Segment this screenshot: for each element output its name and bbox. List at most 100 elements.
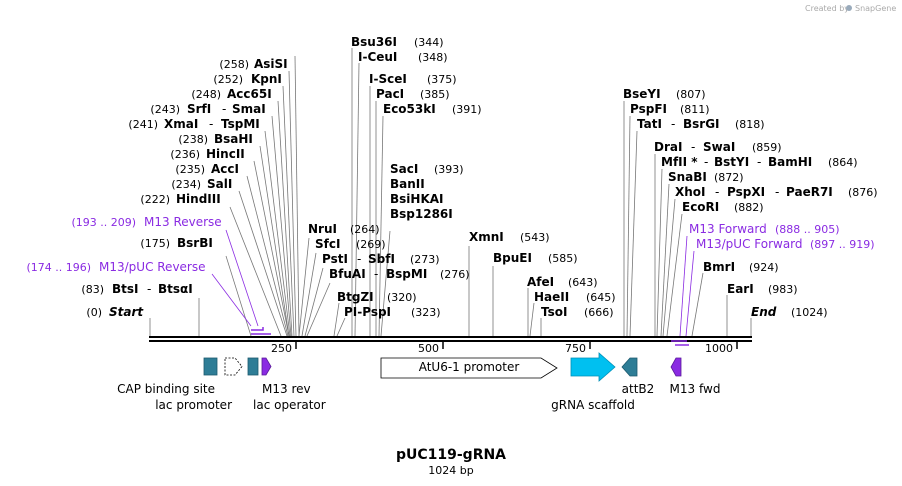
site-swai: SwaI: [703, 140, 735, 154]
site-pos: (807): [676, 88, 706, 101]
site-pos: (273): [410, 253, 440, 266]
primer-m13-reverse: M13 Reverse: [144, 215, 222, 229]
site-pos: (543): [520, 231, 550, 244]
site-bfuai: BfuAI: [329, 267, 366, 281]
site-pos: (175): [140, 237, 170, 250]
plasmid-length: 1024 bp: [428, 464, 473, 477]
site-pos: (234): [171, 178, 201, 191]
site-tsoi: TsoI: [541, 305, 567, 319]
svg-text:-: -: [691, 140, 695, 154]
svg-text:-: -: [147, 282, 151, 296]
plasmid-name: pUC119-gRNA: [396, 447, 506, 463]
site-eco53ki: Eco53kI: [383, 102, 436, 116]
site-kpni: KpnI: [251, 72, 282, 86]
start-label: Start: [109, 305, 144, 319]
atu6-promoter-label: AtU6-1 promoter: [419, 360, 520, 374]
cap-binding-site-label: CAP binding site: [117, 382, 215, 396]
atu6-promoter-feature: [380, 357, 558, 379]
svg-text:-: -: [715, 185, 719, 199]
site-pos: (666): [584, 306, 614, 319]
site-pos: (323): [411, 306, 441, 319]
site-leaders: [149, 48, 752, 337]
site-pos: (882): [734, 201, 764, 214]
site-pos: (320): [387, 291, 417, 304]
svg-text:-: -: [357, 252, 361, 266]
sequence-backbone: [149, 336, 752, 342]
site-pos: (983): [768, 283, 798, 296]
features: AtU6-1 promoter CAP binding site lac pro…: [117, 352, 720, 412]
site-pi-pspi: PI-PspI: [344, 305, 391, 319]
site-srfi: SrfI: [187, 102, 211, 116]
site-paci: PacI: [376, 87, 404, 101]
site-tspmi: TspMI: [221, 117, 260, 131]
tick-1000: 1000: [705, 342, 733, 355]
lac-operator-label: lac operator: [253, 398, 326, 412]
site-bsihkai: BsiHKAI: [390, 192, 444, 206]
site-smai: SmaI: [232, 102, 266, 116]
site-pos: (391): [452, 103, 482, 116]
site-banii: BanII: [390, 177, 425, 191]
left-site-labels: (258) AsiSI (252) KpnI (248) Acc65I (243…: [81, 57, 287, 319]
site-pos: (258): [219, 58, 249, 71]
cap-binding-site-feature: [203, 357, 218, 376]
start-pos: (0): [86, 306, 102, 319]
site-bsu36i: Bsu36I: [351, 35, 397, 49]
site-xmai: XmaI: [164, 117, 198, 131]
site-pos: (876): [848, 186, 878, 199]
snapgene-logo-icon: [846, 5, 852, 11]
site-tati: TatI: [637, 117, 662, 131]
site-pos: (393): [434, 163, 464, 176]
svg-text:-: -: [374, 267, 378, 281]
site-pos: (348): [418, 51, 448, 64]
site-paer7i: PaeR7I: [786, 185, 833, 199]
end-label: End: [751, 305, 777, 319]
primer-range: (888 .. 905): [775, 223, 840, 236]
site-asisi: AsiSI: [254, 57, 288, 71]
site-pspfi: PspFI: [630, 102, 667, 116]
site-i-ceui: I-CeuI: [358, 50, 397, 64]
site-sbfi: SbfI: [368, 252, 395, 266]
svg-text:-: -: [222, 102, 226, 116]
site-pos: (235): [175, 163, 205, 176]
site-afei: AfeI: [527, 275, 554, 289]
site-xhoi: XhoI: [675, 185, 706, 199]
site-pos: (252): [213, 73, 243, 86]
site-pos: (385): [420, 88, 450, 101]
site-pos: (643): [568, 276, 598, 289]
site-pos: (375): [427, 73, 457, 86]
site-pos: (243): [150, 103, 180, 116]
site-xmni: XmnI: [469, 230, 504, 244]
attb2-label: attB2: [622, 382, 655, 396]
site-pos: (924): [749, 261, 779, 274]
end-pos: (1024): [791, 306, 828, 319]
site-hincii: HincII: [206, 147, 245, 161]
mid-site-labels: Bsu36I (344) I-CeuI (348) I-SceI (375) P…: [308, 35, 616, 319]
site-acci: AccI: [211, 162, 239, 176]
site-btsai: BtsαI: [158, 282, 193, 296]
site-pos: (645): [586, 291, 616, 304]
site-pspxi: PspXI: [727, 185, 765, 199]
site-snabi: SnaBI: [668, 170, 707, 184]
site-pos: (238): [178, 133, 208, 146]
lac-operator-feature: [247, 357, 259, 376]
site-bsrbi: BsrBI: [177, 236, 213, 250]
svg-text:-: -: [775, 185, 779, 199]
site-btsi: BtsI: [112, 282, 139, 296]
tick-750: 750: [565, 342, 586, 355]
snapgene-brand: SnapGene: [855, 4, 896, 13]
svg-text:-: -: [704, 155, 708, 169]
site-btgzi: BtgZI: [337, 290, 374, 304]
site-bseyi: BseYI: [623, 87, 661, 101]
site-pos: (83): [81, 283, 104, 296]
site-bsp1286i: Bsp1286I: [390, 207, 453, 221]
site-saci: SacI: [390, 162, 418, 176]
primer-m13-forward: M13 Forward: [689, 222, 767, 236]
tick-250: 250: [271, 342, 292, 355]
site-bstyi: BstYI: [714, 155, 749, 169]
primer-m13-puc-reverse: M13/pUC Reverse: [99, 260, 206, 274]
site-bpuei: BpuEI: [493, 251, 532, 265]
m13-rev-feature: [261, 357, 272, 376]
grna-scaffold-label: gRNA scaffold: [551, 398, 635, 412]
site-nrui: NruI: [308, 222, 337, 236]
